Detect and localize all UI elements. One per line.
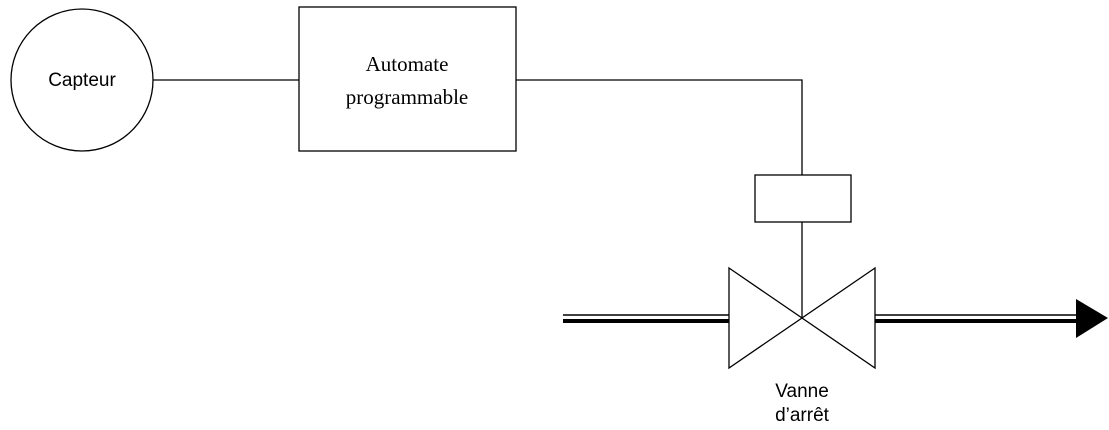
shutoff-valve-symbol <box>728 266 876 370</box>
valve-label-line2: d’arrêt <box>775 405 830 426</box>
inlet-pipe <box>563 314 729 323</box>
flow-arrow-icon <box>1076 299 1108 338</box>
plc-label-line2: programmable <box>346 85 468 109</box>
plc-actuator-connector <box>516 79 803 175</box>
sensor-label: Capteur <box>48 70 116 91</box>
outlet-pipe <box>875 314 1076 323</box>
actuator-node <box>754 174 852 223</box>
plc-node <box>298 6 517 152</box>
valve-label-line1: Vanne <box>775 381 829 402</box>
plc-label-line1: Automate <box>366 52 449 76</box>
